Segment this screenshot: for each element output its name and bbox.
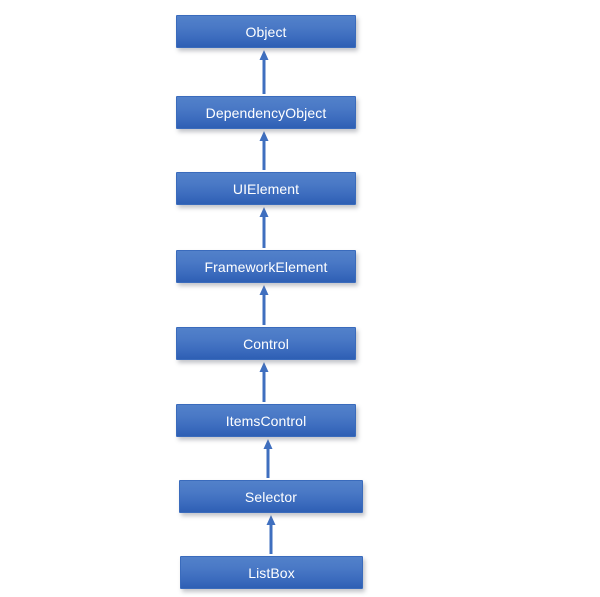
node-itemscontrol[interactable]: ItemsControl <box>176 404 356 437</box>
arrow-listbox-to-selector <box>266 515 276 554</box>
arrow-dependencyobject-to-object <box>259 50 269 94</box>
arrow-selector-to-itemscontrol <box>263 439 273 478</box>
arrow-frameworkelement-to-uielement <box>259 207 269 248</box>
node-label-uielement: UIElement <box>232 180 300 197</box>
node-label-listbox: ListBox <box>248 564 295 581</box>
arrow-uielement-to-dependencyobject <box>259 131 269 170</box>
node-selector[interactable]: Selector <box>179 480 363 513</box>
arrow-control-to-frameworkelement <box>259 285 269 325</box>
node-object[interactable]: Object <box>176 15 356 48</box>
node-label-dependencyobject: DependencyObject <box>205 104 327 121</box>
node-label-frameworkelement: FrameworkElement <box>204 258 328 275</box>
node-label-itemscontrol: ItemsControl <box>225 412 307 429</box>
node-label-object: Object <box>245 23 287 40</box>
node-listbox[interactable]: ListBox <box>180 556 363 589</box>
node-dependencyobject[interactable]: DependencyObject <box>176 96 356 129</box>
node-label-selector: Selector <box>244 488 298 505</box>
node-uielement[interactable]: UIElement <box>176 172 356 205</box>
node-frameworkelement[interactable]: FrameworkElement <box>176 250 356 283</box>
arrow-itemscontrol-to-control <box>259 362 269 402</box>
node-label-control: Control <box>243 335 289 352</box>
node-control[interactable]: Control <box>176 327 356 360</box>
